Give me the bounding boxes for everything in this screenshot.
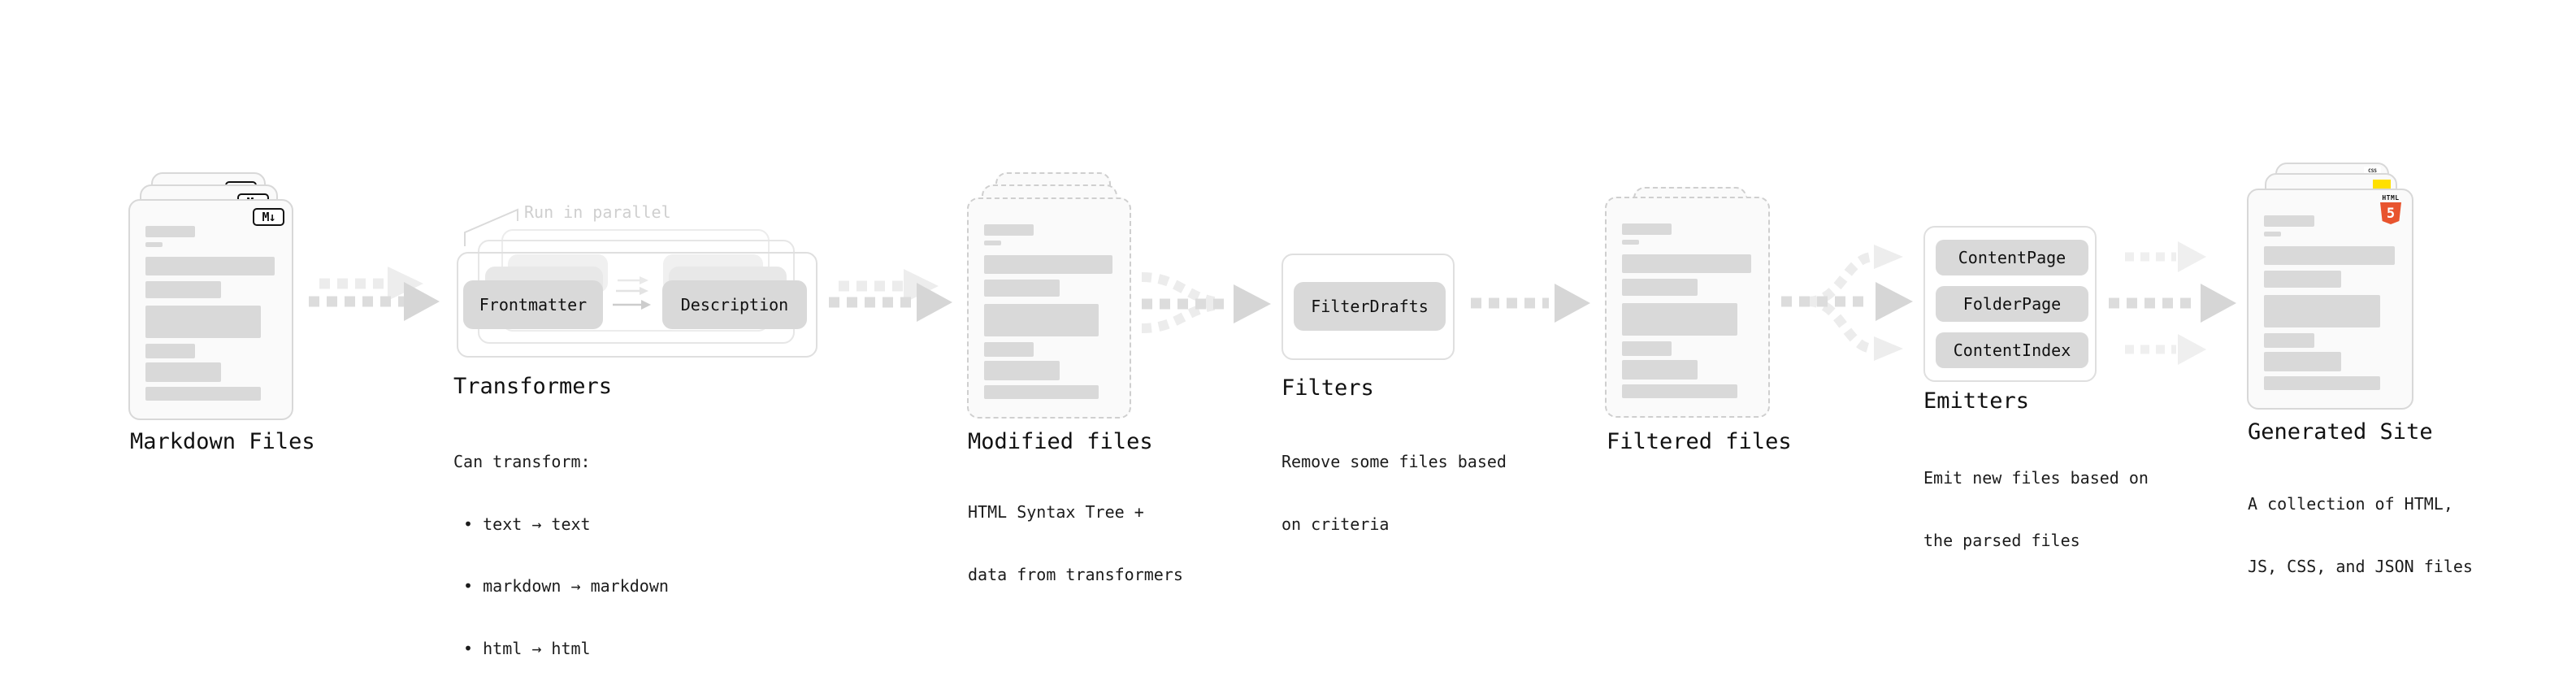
markdown-files-label: Markdown Files: [130, 429, 315, 454]
skeleton-bar: [1622, 254, 1752, 273]
skeleton-bar: [145, 281, 222, 298]
generated-site-card-front: HTML 5: [2247, 189, 2413, 410]
filters-desc-line: Remove some files based: [1281, 452, 1507, 471]
frontmatter-pill: Frontmatter: [463, 280, 603, 329]
generated-site-desc-line: JS, CSS, and JSON files: [2248, 556, 2473, 576]
skeleton-bar: [145, 242, 163, 247]
filters-desc-line: on criteria: [1281, 514, 1390, 534]
skeleton-bar: [2264, 333, 2314, 348]
modified-files-label: Modified files: [968, 429, 1153, 454]
generated-site-description: A collection of HTML, JS, CSS, and JSON …: [2248, 453, 2473, 618]
emitters-title: Emitters: [1923, 388, 2030, 414]
skeleton-bar: [1622, 384, 1737, 398]
skeleton-bar: [1622, 360, 1698, 380]
skeleton-bar: [145, 362, 222, 382]
skeleton-bar: [2264, 271, 2341, 288]
skeleton-bar: [145, 387, 261, 401]
modified-files-desc-line: HTML Syntax Tree +: [968, 502, 1144, 522]
modified-files-desc-line: data from transformers: [968, 564, 1183, 584]
emitters-desc-line: Emit new files based on: [1923, 468, 2149, 488]
doc-skeleton-lines: [984, 224, 1114, 399]
skeleton-bar: [1622, 240, 1639, 245]
arrow-emitters-to-generated: [2109, 241, 2236, 365]
skeleton-bar: [984, 361, 1060, 380]
pill-arrows: [613, 276, 651, 310]
run-in-parallel-annotation: Run in parallel: [524, 202, 671, 222]
skeleton-bar: [2264, 352, 2341, 371]
generated-site-label: Generated Site: [2248, 419, 2433, 445]
filters-frame: FilterDrafts: [1281, 254, 1455, 360]
skeleton-bar: [2264, 246, 2396, 265]
filtered-file-card-front: [1605, 197, 1770, 418]
arrow-filtered-to-emitters: [1781, 245, 1913, 361]
skeleton-bar: [1622, 279, 1698, 296]
skeleton-bar: [2264, 295, 2381, 327]
skeleton-bar: [2264, 232, 2282, 236]
emitters-description: Emit new files based on the parsed files: [1923, 427, 2149, 592]
emitters-desc-line: the parsed files: [1923, 530, 2080, 550]
markdown-file-card-front: M↓: [128, 199, 293, 420]
folderpage-pill: FolderPage: [1936, 286, 2088, 322]
html5-icon-word: HTML: [2382, 194, 2400, 202]
arrow-transformers-to-modified: [829, 269, 952, 322]
generated-site-desc-line: A collection of HTML,: [2248, 494, 2453, 514]
transformers-desc-line: • html → html: [453, 638, 591, 658]
modified-files-description: HTML Syntax Tree + data from transformer…: [968, 461, 1183, 627]
skeleton-bar: [145, 344, 196, 358]
skeleton-bar: [2264, 215, 2314, 227]
skeleton-bar: [984, 280, 1060, 297]
arrow-modified-to-filters: [1141, 272, 1271, 333]
skeleton-bar: [145, 306, 261, 338]
transformers-title: Transformers: [453, 374, 613, 399]
skeleton-bar: [1622, 341, 1672, 356]
javascript-icon: [2373, 180, 2391, 190]
contentpage-pill: ContentPage: [1936, 240, 2088, 275]
skeleton-bar: [984, 241, 1001, 245]
transformer-frame-front: [457, 252, 817, 358]
contentindex-pill: ContentIndex: [1936, 332, 2088, 368]
skeleton-bar: [984, 255, 1113, 274]
doc-skeleton-lines: [1622, 223, 1753, 398]
doc-skeleton-lines: [2264, 215, 2396, 390]
skeleton-bar: [984, 385, 1099, 399]
doc-skeleton-lines: [145, 226, 276, 401]
description-pill: Description: [662, 280, 807, 329]
html5-icon-shield: 5: [2380, 202, 2401, 224]
filters-description: Remove some files based on criteria: [1281, 410, 1507, 576]
filterdrafts-pill: FilterDrafts: [1294, 282, 1446, 331]
skeleton-bar: [1622, 303, 1737, 336]
filtered-files-label: Filtered files: [1607, 429, 1792, 454]
emitters-frame: ContentPage FolderPage ContentIndex: [1923, 226, 2097, 382]
skeleton-bar: [984, 304, 1099, 336]
skeleton-bar: [984, 342, 1034, 357]
skeleton-bar: [1622, 223, 1672, 235]
arrow-filters-to-filtered: [1471, 284, 1590, 323]
modified-file-card-front: [967, 197, 1131, 419]
transformers-desc-line: • markdown → markdown: [453, 576, 669, 596]
transformers-description: Can transform: • text → text • markdown …: [453, 410, 669, 681]
html5-icon: HTML 5: [2379, 194, 2402, 224]
html5-icon-number: 5: [2386, 205, 2396, 222]
transformers-desc-line: Can transform:: [453, 452, 591, 471]
run-in-parallel-callout-line: [464, 208, 518, 246]
transformers-desc-line: • text → text: [453, 514, 591, 534]
filters-title: Filters: [1281, 375, 1374, 401]
skeleton-bar: [145, 257, 275, 275]
arrow-markdown-to-transformers: [309, 267, 440, 321]
skeleton-bar: [2264, 376, 2381, 390]
markdown-icon: M↓: [253, 208, 284, 226]
skeleton-bar: [984, 224, 1034, 236]
skeleton-bar: [145, 226, 196, 237]
